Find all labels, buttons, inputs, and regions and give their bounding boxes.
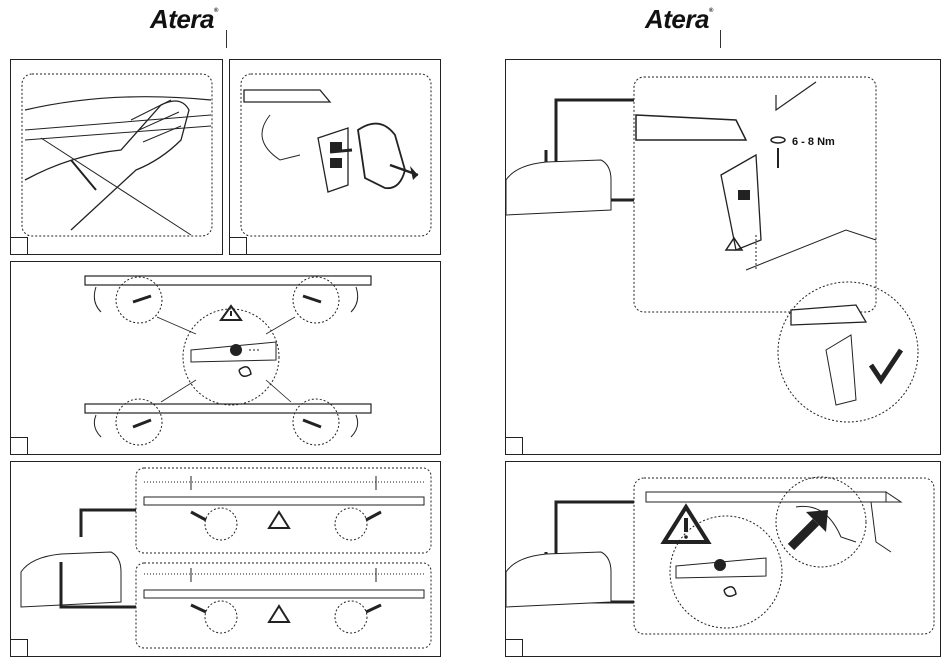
final-check-illustration <box>506 462 942 658</box>
checkmark-icon <box>871 350 901 380</box>
tighten-bolt-illustration <box>506 60 942 456</box>
logo-text: Atera <box>150 4 214 34</box>
step-number-box <box>10 237 28 255</box>
step-number-box <box>505 437 523 455</box>
step-number-box <box>10 437 28 455</box>
logo-divider-left <box>226 30 227 48</box>
trademark-mark: ® <box>214 8 218 14</box>
bar-foot-positions-illustration <box>11 262 442 456</box>
panel-step-3 <box>10 261 441 455</box>
step-number-box <box>10 639 28 657</box>
brand-logo-right: Atera® <box>645 4 713 35</box>
warning-triangle-icon <box>269 606 289 622</box>
remove-foot-cover-illustration <box>230 60 442 256</box>
step-number-box <box>505 639 523 657</box>
torque-label: 6 - 8 Nm <box>792 136 835 148</box>
logo-divider-right <box>720 30 721 48</box>
hand-on-roof-illustration <box>11 60 224 256</box>
warning-triangle-icon <box>269 512 289 528</box>
panel-step-2 <box>229 59 441 255</box>
brand-logo-left: Atera® <box>150 4 218 35</box>
logo-text: Atera <box>645 4 709 34</box>
trademark-mark: ® <box>709 8 713 14</box>
bar-measure-illustration <box>11 462 442 658</box>
panel-step-4 <box>10 461 441 657</box>
panel-step-1 <box>10 59 223 255</box>
panel-step-6 <box>505 461 941 657</box>
step-number-box <box>229 237 247 255</box>
panel-step-5: 6 - 8 Nm <box>505 59 941 455</box>
